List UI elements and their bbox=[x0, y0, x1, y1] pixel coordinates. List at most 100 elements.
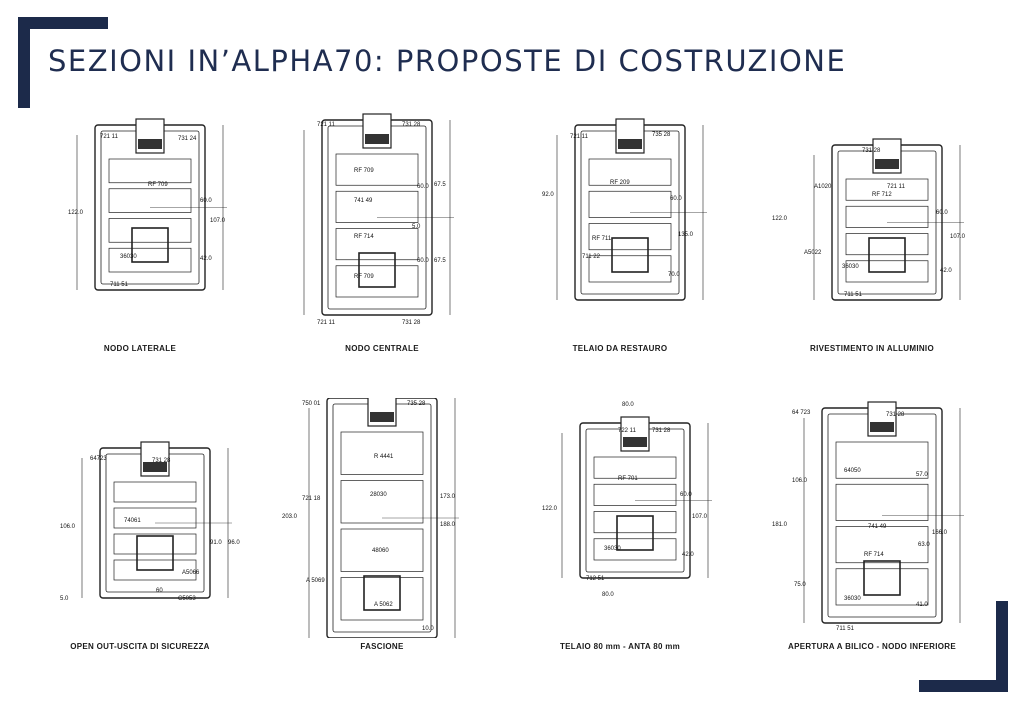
page-title: SEZIONI IN’ALPHA70: PROPOSTE DI COSTRUZI… bbox=[48, 44, 847, 78]
dimension-label: R 4441 bbox=[374, 454, 394, 460]
dimension-label: 60.0 bbox=[936, 210, 948, 216]
dimension-label: 721 11 bbox=[317, 122, 336, 128]
dimension-label: 42.0 bbox=[200, 256, 212, 262]
dimension-label: 711 51 bbox=[110, 282, 129, 288]
dimension-label: 731 28 bbox=[402, 320, 421, 326]
profile-chamber bbox=[108, 218, 192, 243]
profile-chamber bbox=[335, 228, 419, 261]
dimension-label: 731 28 bbox=[652, 428, 671, 434]
dimension-label: 712 51 bbox=[586, 576, 605, 582]
profile-chamber bbox=[335, 265, 419, 298]
dimension-label: 122.0 bbox=[772, 216, 788, 222]
dimension-label: 188.0 bbox=[440, 522, 456, 528]
dimension-label: 74061 bbox=[124, 518, 141, 524]
dimension-label: 107.0 bbox=[210, 218, 226, 224]
dimension-label: 735 28 bbox=[407, 401, 426, 407]
dimension-label: 60 bbox=[156, 588, 163, 594]
glazing-seal bbox=[370, 412, 394, 422]
dimension-label: 36030 bbox=[120, 254, 137, 260]
steel-reinforcement bbox=[611, 237, 649, 273]
dimension-label: 60.0 bbox=[200, 198, 212, 204]
profile-chamber bbox=[340, 577, 424, 621]
dimension-label: 721 11 bbox=[570, 134, 589, 140]
profile-chamber bbox=[593, 511, 677, 534]
profile-chamber bbox=[845, 178, 929, 201]
glazing-seal bbox=[143, 462, 167, 472]
dimension-label: 80.0 bbox=[622, 402, 634, 408]
dimension-label: 721 18 bbox=[302, 496, 321, 502]
profile-chamber bbox=[835, 526, 929, 564]
profile-chamber bbox=[835, 568, 929, 606]
steel-reinforcement bbox=[616, 515, 654, 551]
dimension-label: 41.0 bbox=[916, 602, 928, 608]
dimension-label: 107.0 bbox=[950, 234, 966, 240]
dimension-label: RF 711 bbox=[592, 236, 612, 242]
glazing-seal bbox=[623, 437, 647, 447]
dimension-label: 48060 bbox=[372, 548, 389, 554]
dimension-label: 122.0 bbox=[542, 506, 558, 512]
dimension-label: 731 28 bbox=[886, 412, 905, 418]
profile-chamber bbox=[340, 431, 424, 475]
profile-chamber bbox=[588, 223, 672, 251]
dimension-label: 181.0 bbox=[772, 522, 788, 528]
profile-chamber bbox=[593, 538, 677, 561]
section-caption: NODO CENTRALE bbox=[345, 344, 419, 353]
profile-chamber bbox=[335, 153, 419, 186]
dimension-label: 107.0 bbox=[692, 514, 708, 520]
dimension-label: 722 11 bbox=[618, 428, 637, 434]
profile-chamber bbox=[340, 528, 424, 572]
corner-bracket-bottom-right-vertical bbox=[996, 601, 1008, 692]
corner-bracket-bottom-right-horizontal bbox=[919, 680, 1008, 692]
dimension-label: 64723 bbox=[90, 456, 107, 462]
dimension-label: 96.0 bbox=[228, 540, 240, 546]
profile-chamber bbox=[588, 255, 672, 283]
dimension-label: 80.0 bbox=[602, 592, 614, 598]
profile-chamber bbox=[113, 533, 197, 555]
dimension-label: 731 28 bbox=[862, 148, 881, 154]
dimension-label: 75.0 bbox=[794, 582, 806, 588]
dimension-label: 67.5 bbox=[434, 182, 446, 188]
dimension-label: RF 709 bbox=[148, 182, 168, 188]
glazing-seal bbox=[875, 159, 899, 169]
glazing-seal bbox=[365, 134, 389, 144]
glazing-seal bbox=[138, 139, 162, 149]
dimension-label: 741 49 bbox=[868, 524, 887, 530]
dimension-label: 67.5 bbox=[434, 258, 446, 264]
section-caption: NODO LATERALE bbox=[103, 344, 177, 353]
profile-chamber bbox=[845, 233, 929, 256]
profile-chamber bbox=[113, 559, 197, 581]
dimension-label: 750 01 bbox=[302, 401, 321, 407]
dimension-label: 166.0 bbox=[932, 530, 948, 536]
profile-chamber bbox=[113, 507, 197, 529]
dimension-label: 60.0 bbox=[417, 184, 429, 190]
dimension-label: 91.0 bbox=[210, 540, 222, 546]
dimension-label: 36030 bbox=[844, 596, 861, 602]
dimension-label: RF 709 bbox=[354, 274, 374, 280]
dimension-label: 721 11 bbox=[317, 320, 336, 326]
profile-chamber bbox=[845, 260, 929, 283]
section-caption: FASCIONE bbox=[360, 642, 404, 651]
dimension-label: RF 709 bbox=[354, 168, 374, 174]
dimension-label: 122.0 bbox=[68, 210, 84, 216]
dimension-label: A 5069 bbox=[306, 578, 325, 584]
dimension-label: 106.0 bbox=[60, 524, 76, 530]
dimension-label: A5066 bbox=[182, 570, 200, 576]
corner-bracket-top-left-vertical bbox=[18, 17, 30, 108]
dimension-label: C5053 bbox=[178, 596, 196, 602]
dimension-label: 711 51 bbox=[844, 292, 863, 298]
dimension-label: 60.0 bbox=[417, 258, 429, 264]
profile-chamber bbox=[588, 190, 672, 218]
dimension-label: 60.0 bbox=[670, 196, 682, 202]
steel-reinforcement bbox=[363, 575, 401, 611]
steel-reinforcement bbox=[136, 535, 174, 571]
